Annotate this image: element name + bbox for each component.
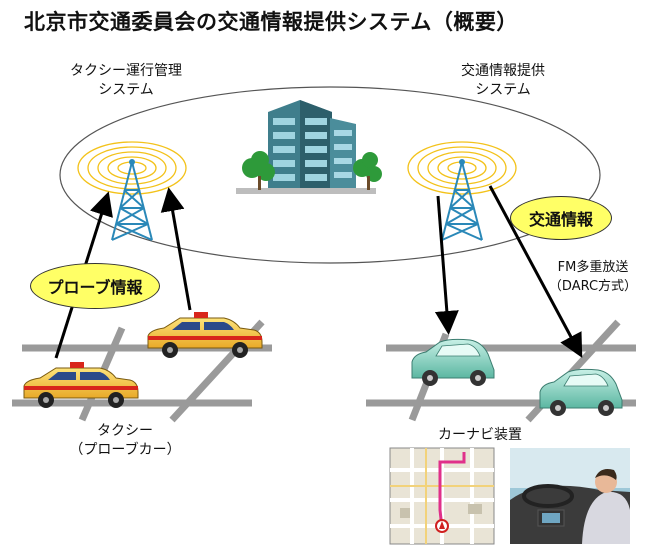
- taxi-system-antenna-icon: [77, 141, 187, 241]
- probe-info-bubble: プローブ情報: [30, 263, 160, 309]
- info-system-label: 交通情報提供 システム: [438, 62, 568, 100]
- car-navi-label: カーナビ装置: [438, 427, 522, 443]
- broadcast-arrow-2: [488, 185, 583, 358]
- taxi-probe-car-label: タクシー （プローブカー）: [50, 422, 200, 460]
- taxi-probe-car-label-line1: タクシー: [97, 423, 153, 439]
- network-ellipse: [59, 86, 601, 264]
- traffic-info-label: 交通情報: [528, 210, 593, 229]
- traffic-info-bubble: 交通情報: [510, 196, 612, 240]
- taxi-probe-car-icon: [23, 362, 139, 408]
- info-system-label-line2: システム: [475, 82, 531, 98]
- navi-car-icon: [411, 338, 495, 386]
- fm-broadcast-label-line1: FM多重放送: [557, 260, 629, 275]
- probe-info-label: プローブ情報: [47, 278, 143, 297]
- office-building-icon: [236, 100, 382, 194]
- taxi-probe-car-label-line2: （プローブカー）: [69, 442, 181, 458]
- driver-photo-image: [510, 448, 630, 544]
- page-title: 北京市交通委員会の交通情報提供システム（概要）: [24, 10, 518, 34]
- broadcast-arrow-1: [434, 195, 459, 335]
- info-system-antenna-icon: [407, 141, 517, 241]
- fm-broadcast-label-line2: （DARC方式）: [548, 279, 638, 294]
- taxi-system-label: タクシー運行管理 システム: [46, 62, 206, 100]
- probe-arrow-2: [160, 187, 192, 311]
- fm-broadcast-label: FM多重放送 （DARC方式）: [540, 258, 646, 296]
- navi-car-icon-2: [539, 368, 623, 416]
- car-navi-map-image: [389, 447, 495, 545]
- taxi-system-label-line2: システム: [98, 82, 154, 98]
- taxi-probe-car-icon-2: [147, 312, 263, 358]
- info-system-label-line1: 交通情報提供: [461, 63, 545, 79]
- taxi-system-label-line1: タクシー運行管理: [70, 63, 182, 79]
